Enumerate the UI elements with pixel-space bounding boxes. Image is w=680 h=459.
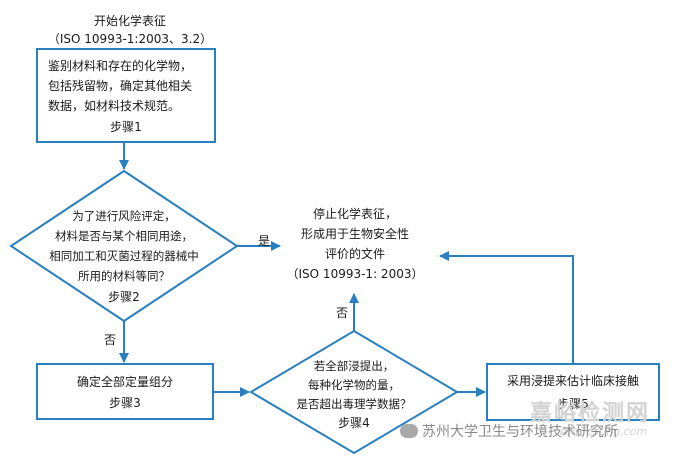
step4-label: 步骤4 [338, 416, 370, 430]
end-text: 停止化学表征， 形成用于生物安全性 评价的文件 [300, 207, 409, 261]
step4-decision [249, 329, 459, 455]
watermark-brand-en: AnyTesting.com [560, 425, 648, 438]
edge-no-label-step2: 否 [103, 333, 116, 347]
step3-text: 确定全部定量组分 [76, 375, 173, 389]
step4-text: 若全部浸提出， 每种化学物的量， 是否超出毒理学数据？ [296, 359, 412, 411]
start-ref: （ISO 10993-1:2003、3.2） [47, 32, 213, 46]
step2-text: 为了进行风险评定， 材料是否与某个相同用途， 相同加工和灭菌过程的器械中 所用的… [49, 209, 199, 283]
watermark-source: 苏州大学卫生与环境技术研究所 [422, 424, 618, 440]
step1-box [36, 48, 216, 143]
step5-label: 步骤5 [557, 397, 589, 411]
end-ref: （ISO 10993-1: 2003） [286, 267, 424, 281]
edge-step5-end [439, 251, 574, 364]
step2-label: 步骤2 [108, 290, 140, 304]
step1-label: 步骤1 [110, 120, 142, 134]
step5-text: 采用浸提来估计临床接触 [506, 374, 639, 388]
watermark-brand-cn: 嘉峪检测网 [530, 401, 651, 426]
step3-label: 步骤3 [109, 396, 141, 410]
start-title: 开始化学表征 [93, 14, 166, 28]
step1-text: 鉴别材料和存在的化学物， 包括残留物，确定其他相关 数据，如材料技术规范。 [48, 59, 193, 113]
edge-no-label-step4: 否 [335, 306, 348, 320]
edge-yes-label: 是 [257, 234, 270, 248]
wechat-icon [400, 424, 418, 438]
